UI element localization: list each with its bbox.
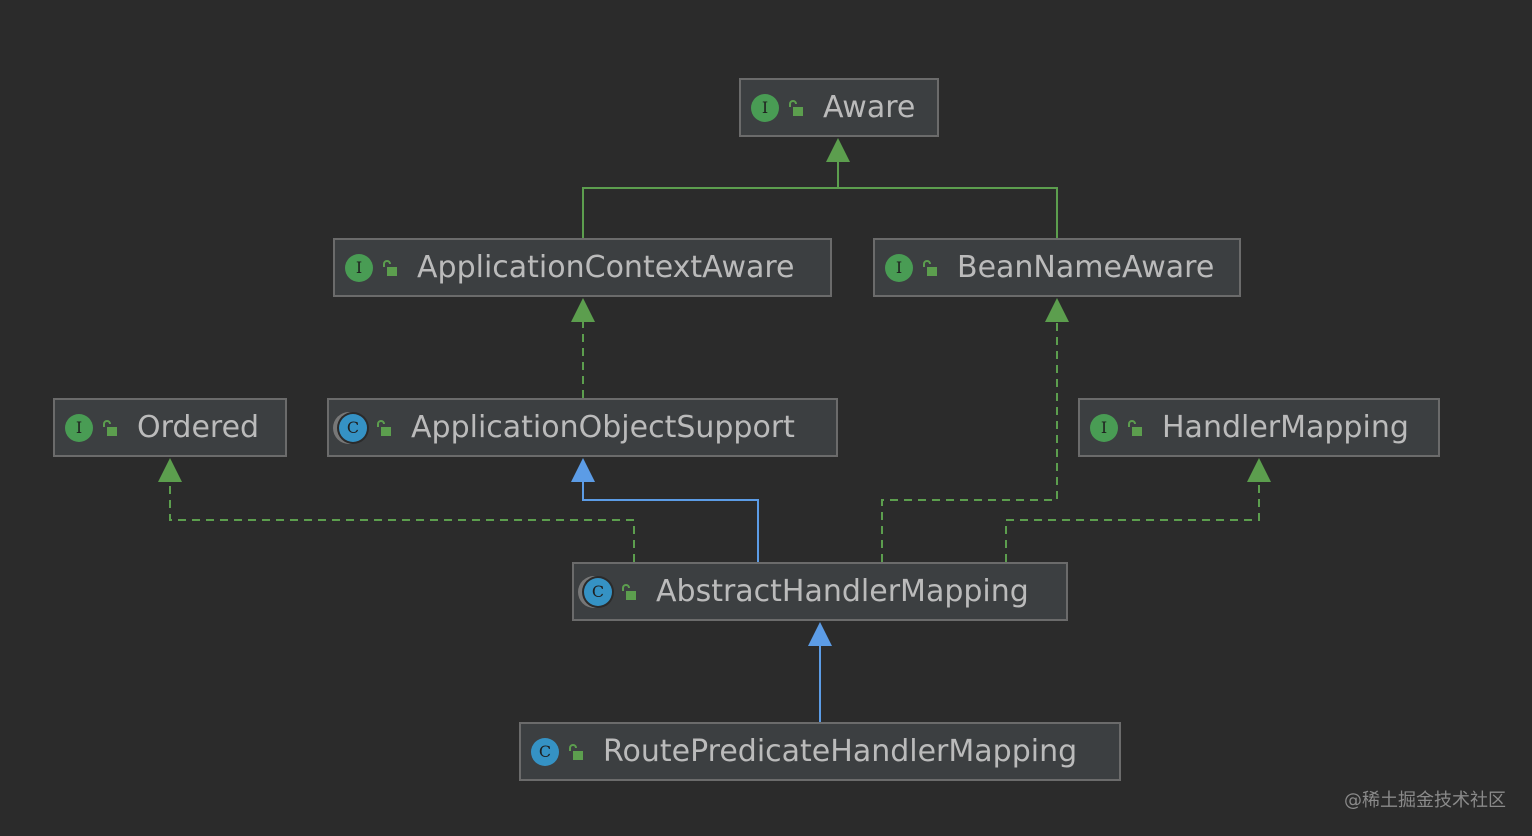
arrowhead-aware [826, 138, 850, 162]
abstract-class-icon: C [584, 577, 612, 606]
arrowhead-bean-name-aware [1045, 298, 1069, 322]
node-handler-mapping[interactable]: I HandlerMapping [1078, 398, 1440, 457]
node-label: HandlerMapping [1162, 410, 1409, 445]
node-bean-name-aware[interactable]: I BeanNameAware [873, 238, 1241, 297]
node-abstract-handler-mapping[interactable]: C AbstractHandlerMapping [572, 562, 1068, 621]
node-route-predicate-handler-mapping[interactable]: C RoutePredicateHandlerMapping [519, 722, 1121, 781]
node-application-context-aware[interactable]: I ApplicationContextAware [333, 238, 832, 297]
lock-open-icon [789, 99, 803, 116]
node-label: Aware [823, 90, 916, 125]
node-label: AbstractHandlerMapping [656, 574, 1029, 609]
lock-open-icon [377, 419, 391, 436]
edge-application-context-aware-to-aware [582, 162, 839, 238]
interface-icon: I [885, 253, 913, 282]
node-label: Ordered [137, 410, 260, 445]
class-icon: C [531, 737, 559, 766]
edge-abstract-handler-mapping-to-handler-mapping [1005, 482, 1260, 562]
watermark: @稀土掘金技术社区 [1344, 790, 1506, 811]
lock-open-icon [569, 743, 583, 760]
node-label: ApplicationObjectSupport [411, 410, 795, 445]
node-application-object-support[interactable]: C ApplicationObjectSupport [327, 398, 838, 457]
interface-icon: I [1090, 413, 1118, 442]
arrowhead-application-object-support [571, 458, 595, 482]
node-label: ApplicationContextAware [417, 250, 795, 285]
edge-abstract-handler-mapping-to-application-object-support [582, 482, 759, 562]
node-label: RoutePredicateHandlerMapping [603, 734, 1078, 769]
node-ordered[interactable]: I Ordered [53, 398, 287, 457]
interface-icon: I [345, 253, 373, 282]
lock-open-icon [1128, 419, 1142, 436]
node-aware[interactable]: I Aware [739, 78, 939, 137]
interface-icon: I [751, 93, 779, 122]
lock-open-icon [923, 259, 937, 276]
lock-open-icon [622, 583, 636, 600]
node-label: BeanNameAware [957, 250, 1215, 285]
abstract-class-icon: C [339, 413, 367, 442]
arrowhead-application-context-aware [571, 298, 595, 322]
interface-icon: I [65, 413, 93, 442]
lock-open-icon [103, 419, 117, 436]
edge-bean-name-aware-to-aware [838, 187, 1058, 238]
edge-abstract-handler-mapping-to-ordered [169, 482, 635, 562]
arrowhead-abstract-handler-mapping [808, 622, 832, 646]
edge-abstract-handler-mapping-to-bean-name-aware [881, 322, 1058, 562]
arrowhead-ordered [158, 458, 182, 482]
arrowhead-handler-mapping [1247, 458, 1271, 482]
lock-open-icon [383, 259, 397, 276]
